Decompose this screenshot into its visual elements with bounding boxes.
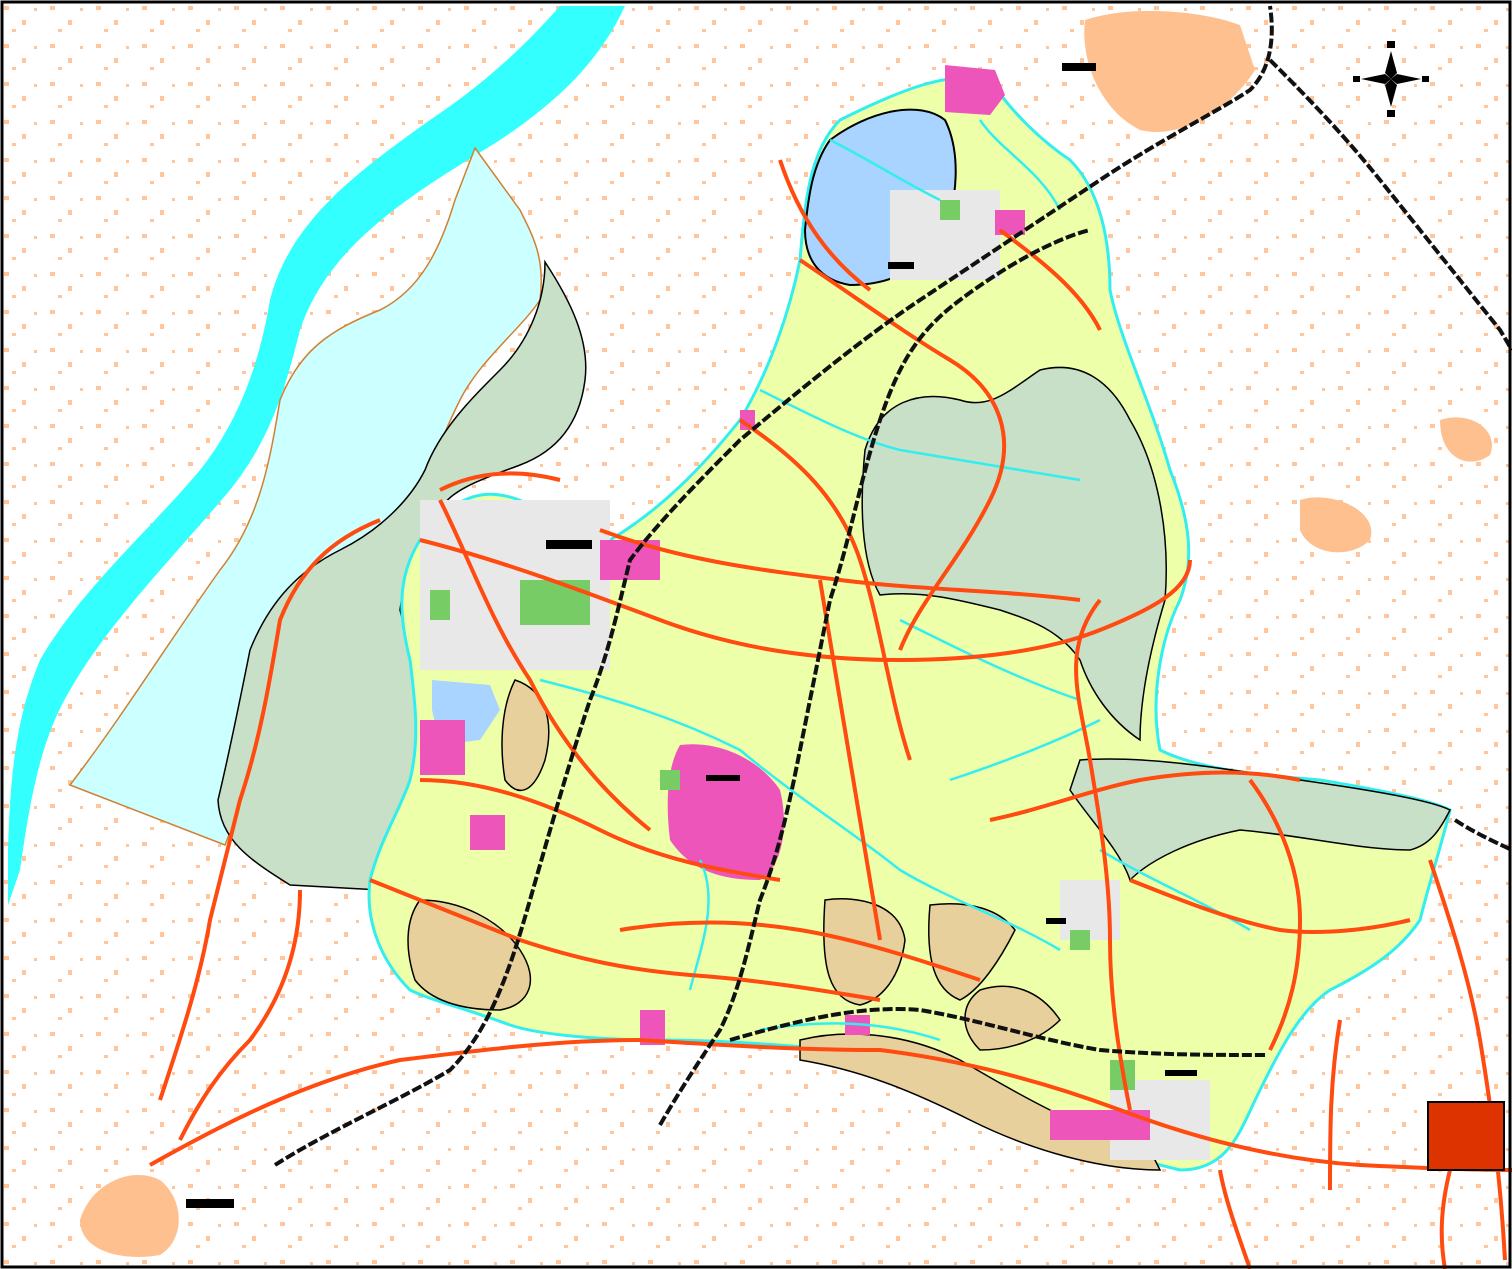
canals [539, 119, 1251, 1042]
compass-rose-icon [1353, 41, 1429, 117]
roads [149, 159, 1512, 1269]
forest-east [861, 366, 1167, 742]
village-clusters [80, 10, 1492, 1257]
special-zone-block [1427, 1101, 1505, 1171]
railway-lines [273, 5, 1512, 1167]
industrial-zones [420, 65, 1150, 1140]
parks [430, 200, 1135, 1090]
redacted-labels [186, 63, 1197, 1208]
